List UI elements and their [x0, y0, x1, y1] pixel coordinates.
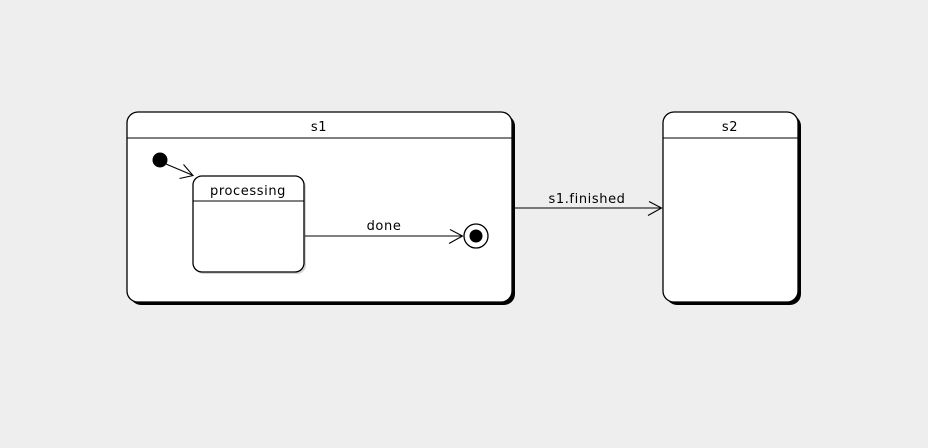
initial-state[interactable] [152, 152, 168, 168]
transition-s1-finished-arrowhead-icon [647, 201, 663, 216]
state-s2[interactable]: s2 [662, 111, 801, 305]
state-processing[interactable]: processing [192, 175, 306, 274]
state-processing-title: processing [210, 184, 286, 199]
transition-done[interactable]: done [305, 219, 464, 244]
transition-initial-arrowhead-icon [179, 164, 195, 180]
state-s1[interactable]: s1 [126, 111, 515, 305]
transition-done-arrowhead-icon [448, 229, 464, 244]
transition-s1-finished-label: s1.finished [548, 192, 625, 207]
initial-state-dot[interactable] [152, 152, 168, 168]
state-s1-body[interactable] [126, 111, 513, 303]
transition-done-label: done [367, 219, 402, 234]
transition-initial-to-processing[interactable] [165, 163, 195, 180]
state-s2-title: s2 [722, 120, 738, 135]
state-processing-body[interactable] [192, 175, 305, 273]
state-s1-title: s1 [311, 120, 327, 135]
transition-s1-finished[interactable]: s1.finished [513, 192, 663, 216]
state-s2-body[interactable] [662, 111, 799, 303]
final-state-inner-dot [469, 229, 483, 243]
final-state[interactable] [463, 223, 489, 249]
transition-initial-line[interactable] [165, 163, 193, 176]
